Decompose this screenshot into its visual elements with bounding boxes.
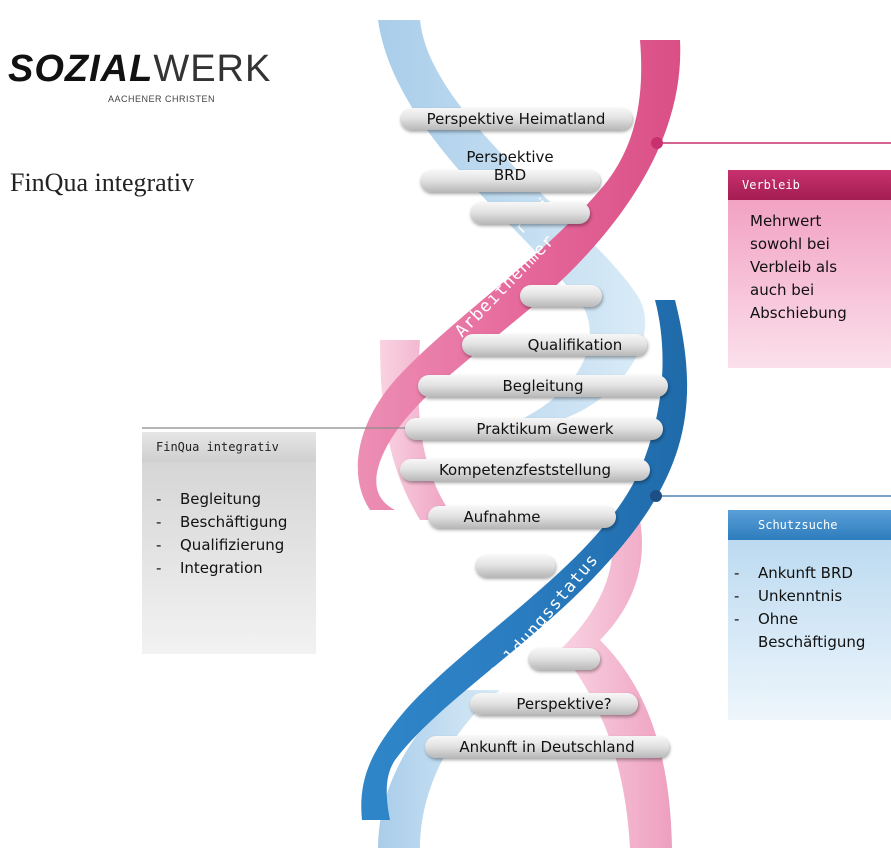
schutzsuche-list: Ankunft BRD Unkenntnis Ohne Beschäftigun…: [728, 562, 891, 654]
list-item: Beschäftigung: [152, 511, 316, 534]
finqua-list: Begleitung Beschäftigung Qualifizierung …: [142, 488, 316, 580]
rung-bar: [420, 170, 600, 192]
verbleib-heading: Verbleib: [728, 170, 891, 200]
page-title: FinQua integrativ: [10, 168, 195, 197]
rung-qualifikation: Qualifikation: [527, 336, 623, 354]
rung-perspektive-brd: Perspektive BRD: [466, 148, 554, 184]
rung-perspektive-fragezeichen: Perspektive?: [516, 695, 612, 713]
logo-subtitle: AACHENER CHRISTEN: [108, 94, 216, 104]
blue-back-lower-strand: [378, 690, 500, 848]
pink-back-strand: [560, 520, 672, 848]
list-item: Ohne Beschäftigung: [730, 608, 868, 654]
rung-praktikum-gewerk: Praktikum Gewerk: [476, 420, 614, 438]
list-item: Unkenntnis: [730, 585, 891, 608]
logo-word-light: WERK: [153, 48, 272, 90]
rung-bar: [470, 202, 590, 224]
list-item: Begleitung: [152, 488, 316, 511]
rung-bar: [528, 648, 600, 670]
rung-ankunft-in-deutschland: Ankunft in Deutschland: [459, 738, 635, 756]
rung-aufnahme: Aufnahme: [463, 508, 541, 526]
rung-bar: [475, 555, 555, 577]
list-item: Qualifizierung: [152, 534, 316, 557]
logo-word-bold: SOZIAL: [8, 48, 154, 90]
schutzsuche-box: Ankunft BRD Unkenntnis Ohne Beschäftigun…: [728, 540, 891, 720]
list-item: Integration: [152, 557, 316, 580]
finqua-heading: FinQua integrativ: [142, 432, 316, 462]
schutzsuche-heading: Schutzsuche: [728, 510, 891, 540]
sozialwerk-logo: SOZIALWERK AACHENER CHRISTEN: [8, 48, 270, 108]
rung-bar: [428, 506, 616, 528]
rung-kompetenzfeststellung: Kompetenzfeststellung: [438, 461, 612, 479]
verbleib-dot: [651, 137, 663, 149]
rung-begleitung: Begleitung: [502, 377, 584, 395]
rung-bar: [400, 459, 650, 481]
verbleib-box: Mehrwert sowohl bei Verbleib als auch be…: [728, 200, 891, 368]
blue-front-strand: [361, 300, 688, 820]
rung-bar: [520, 285, 602, 307]
rung-bar: [405, 418, 663, 440]
rung-bar: [462, 334, 647, 356]
rung-perspektive-heimatland: Perspektive Heimatland: [426, 110, 606, 128]
list-item: Ankunft BRD: [730, 562, 891, 585]
pink-front-strand: [357, 40, 681, 510]
rung-bar: [470, 693, 638, 715]
finqua-box: Begleitung Beschäftigung Qualifizierung …: [142, 462, 316, 654]
verbleib-text: Mehrwert sowohl bei Verbleib als auch be…: [750, 212, 847, 322]
rung-bar: [425, 736, 669, 758]
rung-bar: [400, 108, 632, 130]
rung-bar: [418, 375, 668, 397]
schutzsuche-dot: [650, 490, 662, 502]
